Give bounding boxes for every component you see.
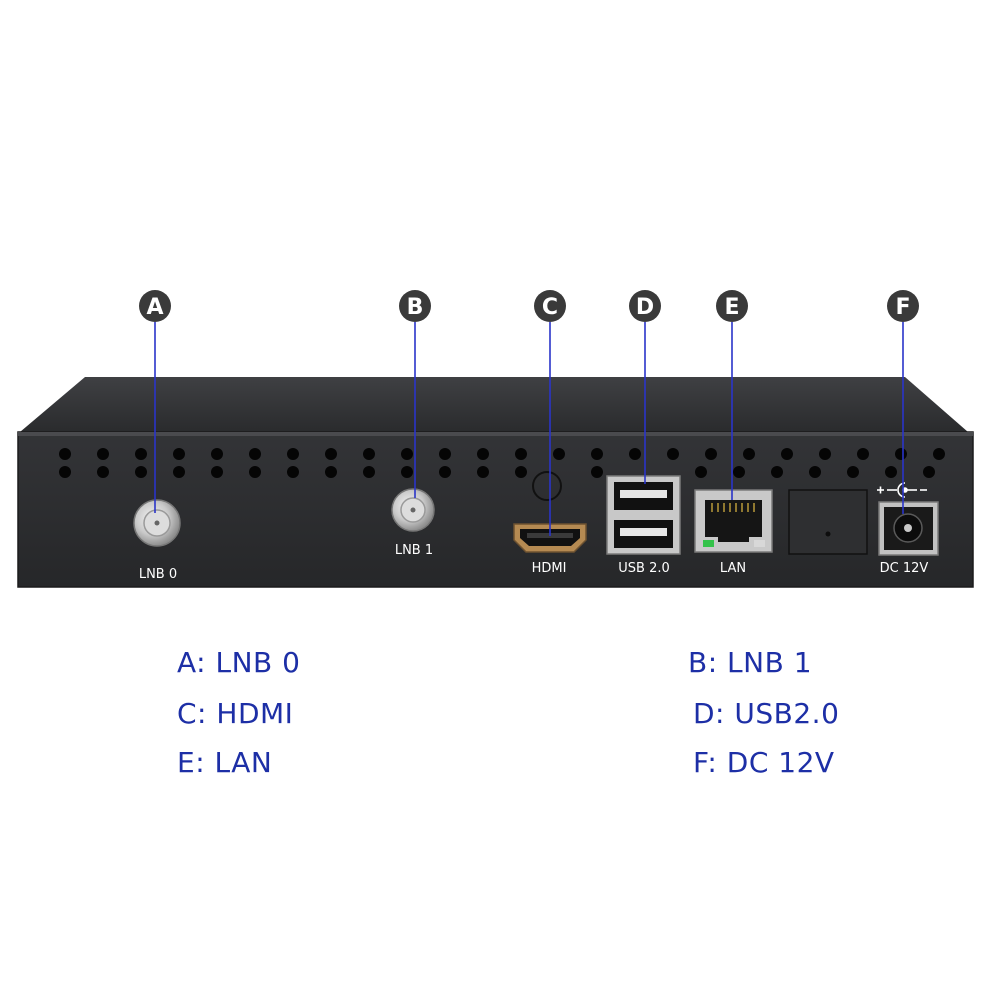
lan-port-icon bbox=[694, 489, 773, 553]
callout-lines bbox=[154, 322, 904, 536]
vent-holes bbox=[59, 448, 945, 478]
callout-badge-d: D bbox=[629, 290, 661, 322]
chassis-top bbox=[20, 377, 968, 432]
callout-badge-c: C bbox=[534, 290, 566, 322]
port-label-usb: USB 2.0 bbox=[618, 561, 670, 576]
lan-led-green-icon bbox=[703, 540, 714, 547]
lnb0-connector-icon bbox=[133, 499, 181, 547]
port-label-dc: DC 12V bbox=[880, 561, 929, 576]
svg-text:F: F bbox=[895, 295, 910, 320]
svg-text:C: C bbox=[542, 295, 558, 320]
callout-badge-f: F bbox=[887, 290, 919, 322]
lan-led-amber-icon bbox=[754, 540, 765, 547]
cover-plate bbox=[788, 489, 868, 555]
legend-item-a: A: LNB 0 bbox=[177, 646, 301, 679]
port-label-hdmi: HDMI bbox=[532, 561, 567, 576]
callout-badge-a: A bbox=[139, 290, 171, 322]
legend-item-e: E: LAN bbox=[177, 746, 273, 779]
svg-text:A: A bbox=[146, 295, 163, 320]
port-label-lnb0: LNB 0 bbox=[139, 567, 177, 582]
port-label-lnb1: LNB 1 bbox=[395, 543, 433, 558]
svg-text:B: B bbox=[407, 295, 424, 320]
usb-port-icon bbox=[606, 475, 681, 555]
legend-item-f: F: DC 12V bbox=[693, 746, 835, 779]
dc-jack-icon bbox=[878, 501, 939, 556]
port-label-lan: LAN bbox=[720, 561, 746, 576]
hdmi-port-icon bbox=[513, 523, 587, 553]
legend-item-d: D: USB2.0 bbox=[693, 697, 840, 730]
lnb1-connector-icon bbox=[391, 488, 435, 532]
legend-item-c: C: HDMI bbox=[177, 697, 294, 730]
knockout-hole bbox=[532, 471, 562, 501]
svg-text:E: E bbox=[724, 295, 739, 320]
callout-badge-b: B bbox=[399, 290, 431, 322]
legend-item-b: B: LNB 1 bbox=[688, 646, 813, 679]
callout-badge-e: E bbox=[716, 290, 748, 322]
svg-text:D: D bbox=[636, 295, 654, 320]
